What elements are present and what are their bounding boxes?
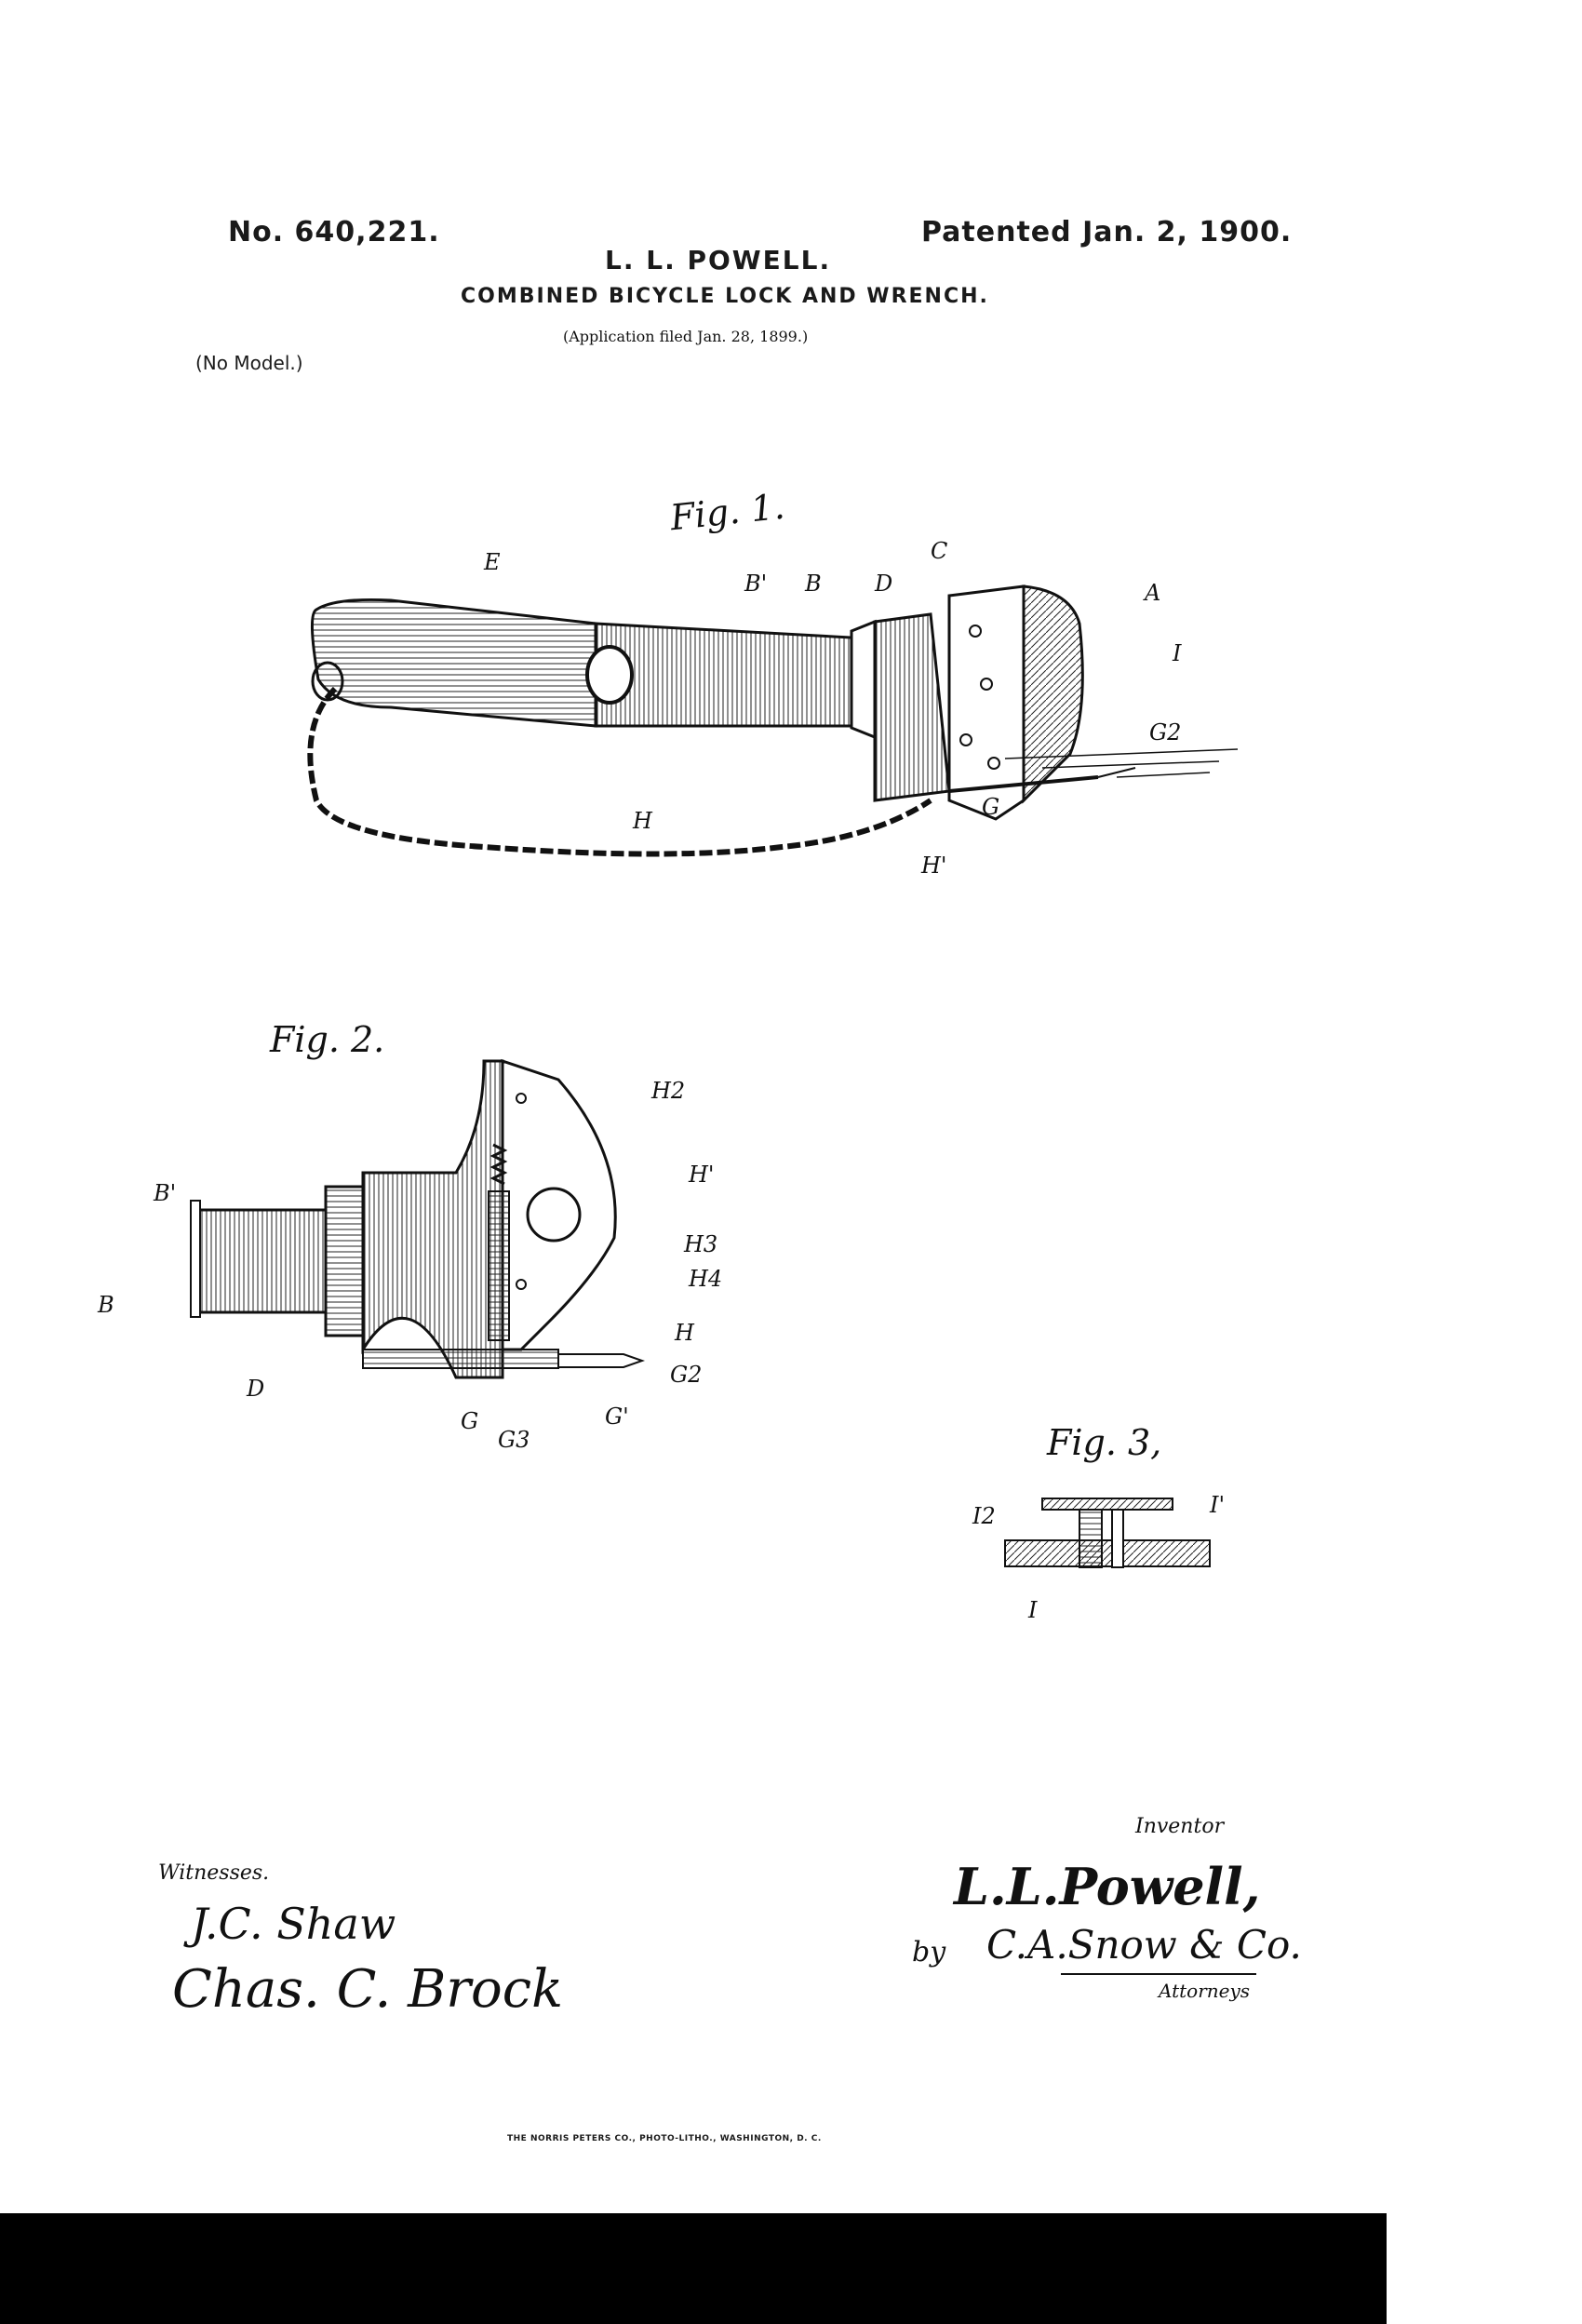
fig1-callout-g2: G2 [1149, 719, 1181, 746]
fig2-callout-g2: G2 [670, 1362, 702, 1388]
witness-signature-2: Chas. C. Brock [172, 1959, 564, 2020]
fig1-handle [310, 598, 597, 728]
fig1-callout-a: A [1143, 580, 1160, 606]
fig1-callout-e: E [483, 549, 501, 575]
model-note: (No Model.) [195, 352, 303, 374]
fig2-spring [489, 1143, 508, 1186]
fig2-callout-h3: H3 [683, 1231, 717, 1257]
fig2-callout-g: G [461, 1408, 478, 1434]
inventor-name: L. L. POWELL. [605, 245, 832, 275]
fig2-callout-h-prime: H' [688, 1162, 715, 1188]
fig1-jaw-a [1022, 584, 1084, 804]
fig2-callout-h: H [674, 1320, 695, 1346]
fig1-callout-h-prime: H' [920, 853, 947, 879]
fig3-tumbler [1079, 1509, 1103, 1568]
fig1-nut [850, 619, 877, 740]
fig2-callout-b-prime: B' [153, 1180, 176, 1206]
fig3-cap [1041, 1498, 1173, 1511]
fig1-chain [307, 686, 932, 857]
attorney-rule [1061, 1973, 1256, 1975]
fig2-head-body [361, 1059, 504, 1379]
fig2-label: Fig. 2. [270, 1019, 385, 1060]
witnesses-label: Witnesses. [158, 1861, 270, 1885]
fig2-callout-d: D [246, 1376, 264, 1402]
fig2-bolt [488, 1190, 510, 1341]
fig2-callout-h2: H2 [650, 1078, 685, 1104]
by-label: by [912, 1936, 946, 1968]
patent-number: No. 640,221. [228, 216, 440, 249]
fig1-drawing: E B' B D C A I G2 G H H' [307, 538, 1239, 879]
witness-signature-1: J.C. Shaw [191, 1899, 396, 1949]
fig3-drawing: I2 I' I [972, 1492, 1225, 1623]
fig3-label: Fig. 3, [1047, 1422, 1162, 1463]
fig1-jaw-plate [947, 584, 1026, 821]
fig2-aperture [526, 1187, 582, 1243]
attorneys-label: Attorneys [1159, 1980, 1251, 2002]
fig3-callout-i2: I2 [972, 1503, 996, 1529]
fig1-callout-b-prime: B' [744, 571, 767, 597]
fig1-head-body [873, 612, 951, 802]
inventor-signature: L.L.Powell, [954, 1857, 1261, 1916]
inventor-label: Inventor [1135, 1815, 1225, 1838]
fig2-drawing: H2 B' H' H3 H4 B H G2 D G G3 G' [97, 1058, 722, 1453]
fig1-threaded-shank [594, 622, 853, 728]
scan-bottom-edge [0, 2213, 1387, 2324]
fig2-callout-h4: H4 [688, 1266, 722, 1292]
fig1-callout-i: I [1172, 640, 1182, 666]
fig2-callout-b: B [97, 1292, 114, 1318]
fig3-base-plate [1004, 1539, 1211, 1567]
patent-title: COMBINED BICYCLE LOCK AND WRENCH. [461, 285, 989, 308]
fig2-callout-g3: G3 [498, 1427, 530, 1453]
fig1-callout-h: H [632, 808, 653, 834]
fig1-callout-b: B [804, 571, 822, 597]
fig3-callout-i-prime: I' [1209, 1492, 1225, 1518]
printer-line: THE NORRIS PETERS CO., PHOTO-LITHO., WAS… [507, 2134, 822, 2143]
fig1-callout-d: D [874, 571, 892, 597]
fig1-callout-c: C [931, 538, 947, 564]
fig2-lower-bar [362, 1349, 559, 1369]
application-filed: (Application filed Jan. 28, 1899.) [563, 328, 809, 345]
patent-date: Patented Jan. 2, 1900. [921, 216, 1293, 249]
fig3-callout-i: I [1027, 1597, 1038, 1623]
fig1-collar-ring [585, 645, 634, 705]
fig1-callout-g: G [982, 794, 999, 820]
fig2-collar [324, 1185, 365, 1337]
fig2-callout-g-prime: G' [605, 1404, 629, 1430]
fig2-shaft [194, 1208, 328, 1314]
attorney-signature: C.A.Snow & Co. [986, 1922, 1302, 1968]
